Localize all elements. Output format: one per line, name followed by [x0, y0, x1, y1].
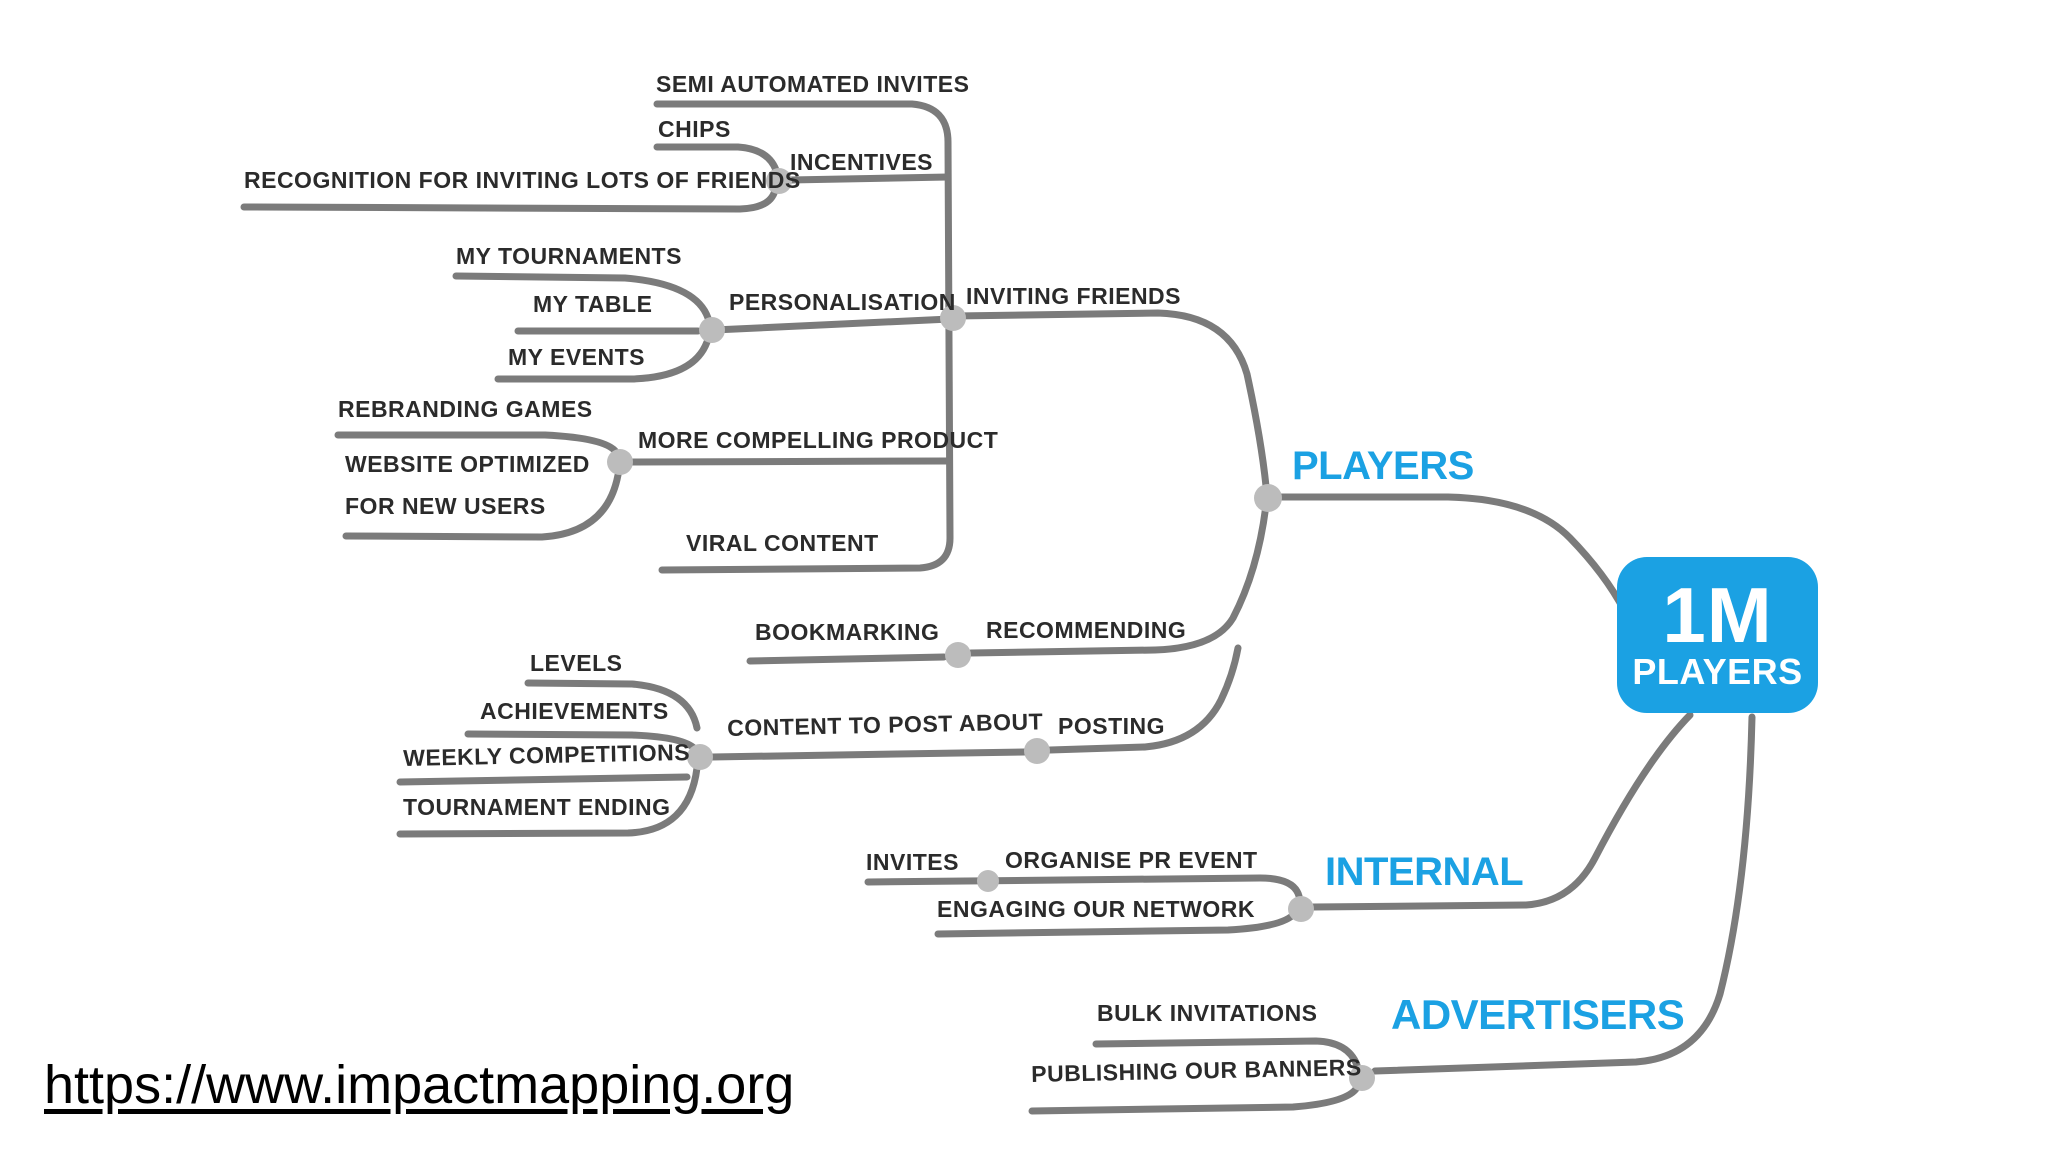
- goal-title: PLAYERS: [1632, 650, 1803, 692]
- junction-dot-recommending: [945, 642, 971, 668]
- node-more-compelling-product: MORE COMPELLING PRODUCT: [638, 427, 999, 453]
- node-recognition-for-inviting: RECOGNITION FOR INVITING LOTS OF FRIENDS: [244, 167, 801, 193]
- node-website-optimized-line2: FOR NEW USERS: [345, 493, 546, 519]
- edge-achievements: [464, 730, 699, 753]
- edge-recognition: [240, 186, 779, 213]
- goal-value: 1M: [1662, 571, 1773, 660]
- node-semi-automated-invites: SEMI AUTOMATED INVITES: [656, 71, 970, 97]
- junction-dot-players: [1254, 484, 1282, 512]
- junction-dot-incentives: [766, 168, 792, 194]
- edge-my-tournaments: [452, 272, 712, 322]
- edge-bulk-invitations: [1092, 1037, 1361, 1069]
- edge-rebranding-games: [334, 431, 620, 456]
- junction-dot-content: [687, 744, 713, 770]
- node-invites: INVITES: [866, 849, 959, 875]
- node-bulk-invitations: BULK INVITATIONS: [1097, 1000, 1318, 1026]
- junction-dot-trunk-inviting: [940, 305, 966, 331]
- edge-tournament-ending: [396, 764, 701, 838]
- edge-publishing-banners: [1028, 1085, 1360, 1115]
- junction-dot-advertisers: [1349, 1065, 1375, 1091]
- node-organise-pr-event: ORGANISE PR EVENT: [1005, 847, 1258, 873]
- node-tournament-ending: TOURNAMENT ENDING: [403, 794, 671, 820]
- node-my-tournaments: MY TOURNAMENTS: [456, 243, 682, 269]
- junction-dot-posting: [1024, 738, 1050, 764]
- edge-content-to-post-about: [708, 748, 1029, 761]
- node-weekly-competitions: WEEKLY COMPETITIONS: [402, 738, 691, 771]
- edge-advertisers-to-goal: [1371, 713, 1756, 1075]
- edge-posting: [1046, 644, 1242, 754]
- edge-players-to-goal: [1277, 493, 1628, 614]
- junction-dot-personalisation: [699, 317, 725, 343]
- node-my-table: MY TABLE: [533, 291, 653, 317]
- edge-trunk-invites-viral: [653, 100, 954, 574]
- node-rebranding-games: REBRANDING GAMES: [338, 396, 593, 422]
- node-posting: POSTING: [1058, 713, 1166, 739]
- node-my-events: MY EVENTS: [508, 344, 645, 370]
- edge-internal-to-goal: [1309, 711, 1694, 911]
- edge-incentives: [786, 173, 952, 184]
- edge-weekly-competitions: [396, 773, 691, 786]
- node-recommending: RECOMMENDING: [986, 617, 1187, 643]
- node-engaging-our-network: ENGAGING OUR NETWORK: [937, 896, 1255, 922]
- branch-label-players: PLAYERS: [1292, 444, 1474, 488]
- edge-website-optimized: [342, 471, 622, 541]
- edge-bookmarking: [746, 653, 948, 665]
- edge-inviting-friends: [951, 309, 1270, 490]
- node-bookmarking: BOOKMARKING: [755, 619, 940, 645]
- node-viral-content: VIRAL CONTENT: [686, 530, 879, 556]
- edge-my-events: [494, 338, 711, 383]
- junction-dot-more-compelling: [607, 449, 633, 475]
- impactmapping-link[interactable]: https://www.impactmapping.org: [44, 1055, 795, 1115]
- node-incentives: INCENTIVES: [790, 149, 934, 175]
- edge-chips: [653, 143, 780, 174]
- node-achievements: ACHIEVEMENTS: [480, 698, 669, 724]
- node-personalisation: PERSONALISATION: [729, 289, 956, 315]
- branch-label-advertisers: ADVERTISERS: [1391, 991, 1685, 1038]
- edge-recommending: [967, 501, 1270, 657]
- edge-invites-organise: [864, 874, 1303, 900]
- junction-dot-invites: [977, 870, 999, 892]
- node-website-optimized-line1: WEBSITE OPTIMIZED: [345, 451, 590, 477]
- node-inviting-friends: INVITING FRIENDS: [966, 283, 1182, 309]
- junction-dot-internal: [1288, 896, 1314, 922]
- edge-personalisation: [710, 315, 954, 334]
- branch-label-internal: INTERNAL: [1325, 850, 1524, 894]
- edge-levels: [524, 679, 701, 732]
- node-levels: LEVELS: [530, 650, 623, 676]
- edge-more-compelling-product: [629, 457, 951, 466]
- goal-node-1m-players: 1M PLAYERS: [1617, 557, 1818, 713]
- node-chips: CHIPS: [658, 116, 731, 142]
